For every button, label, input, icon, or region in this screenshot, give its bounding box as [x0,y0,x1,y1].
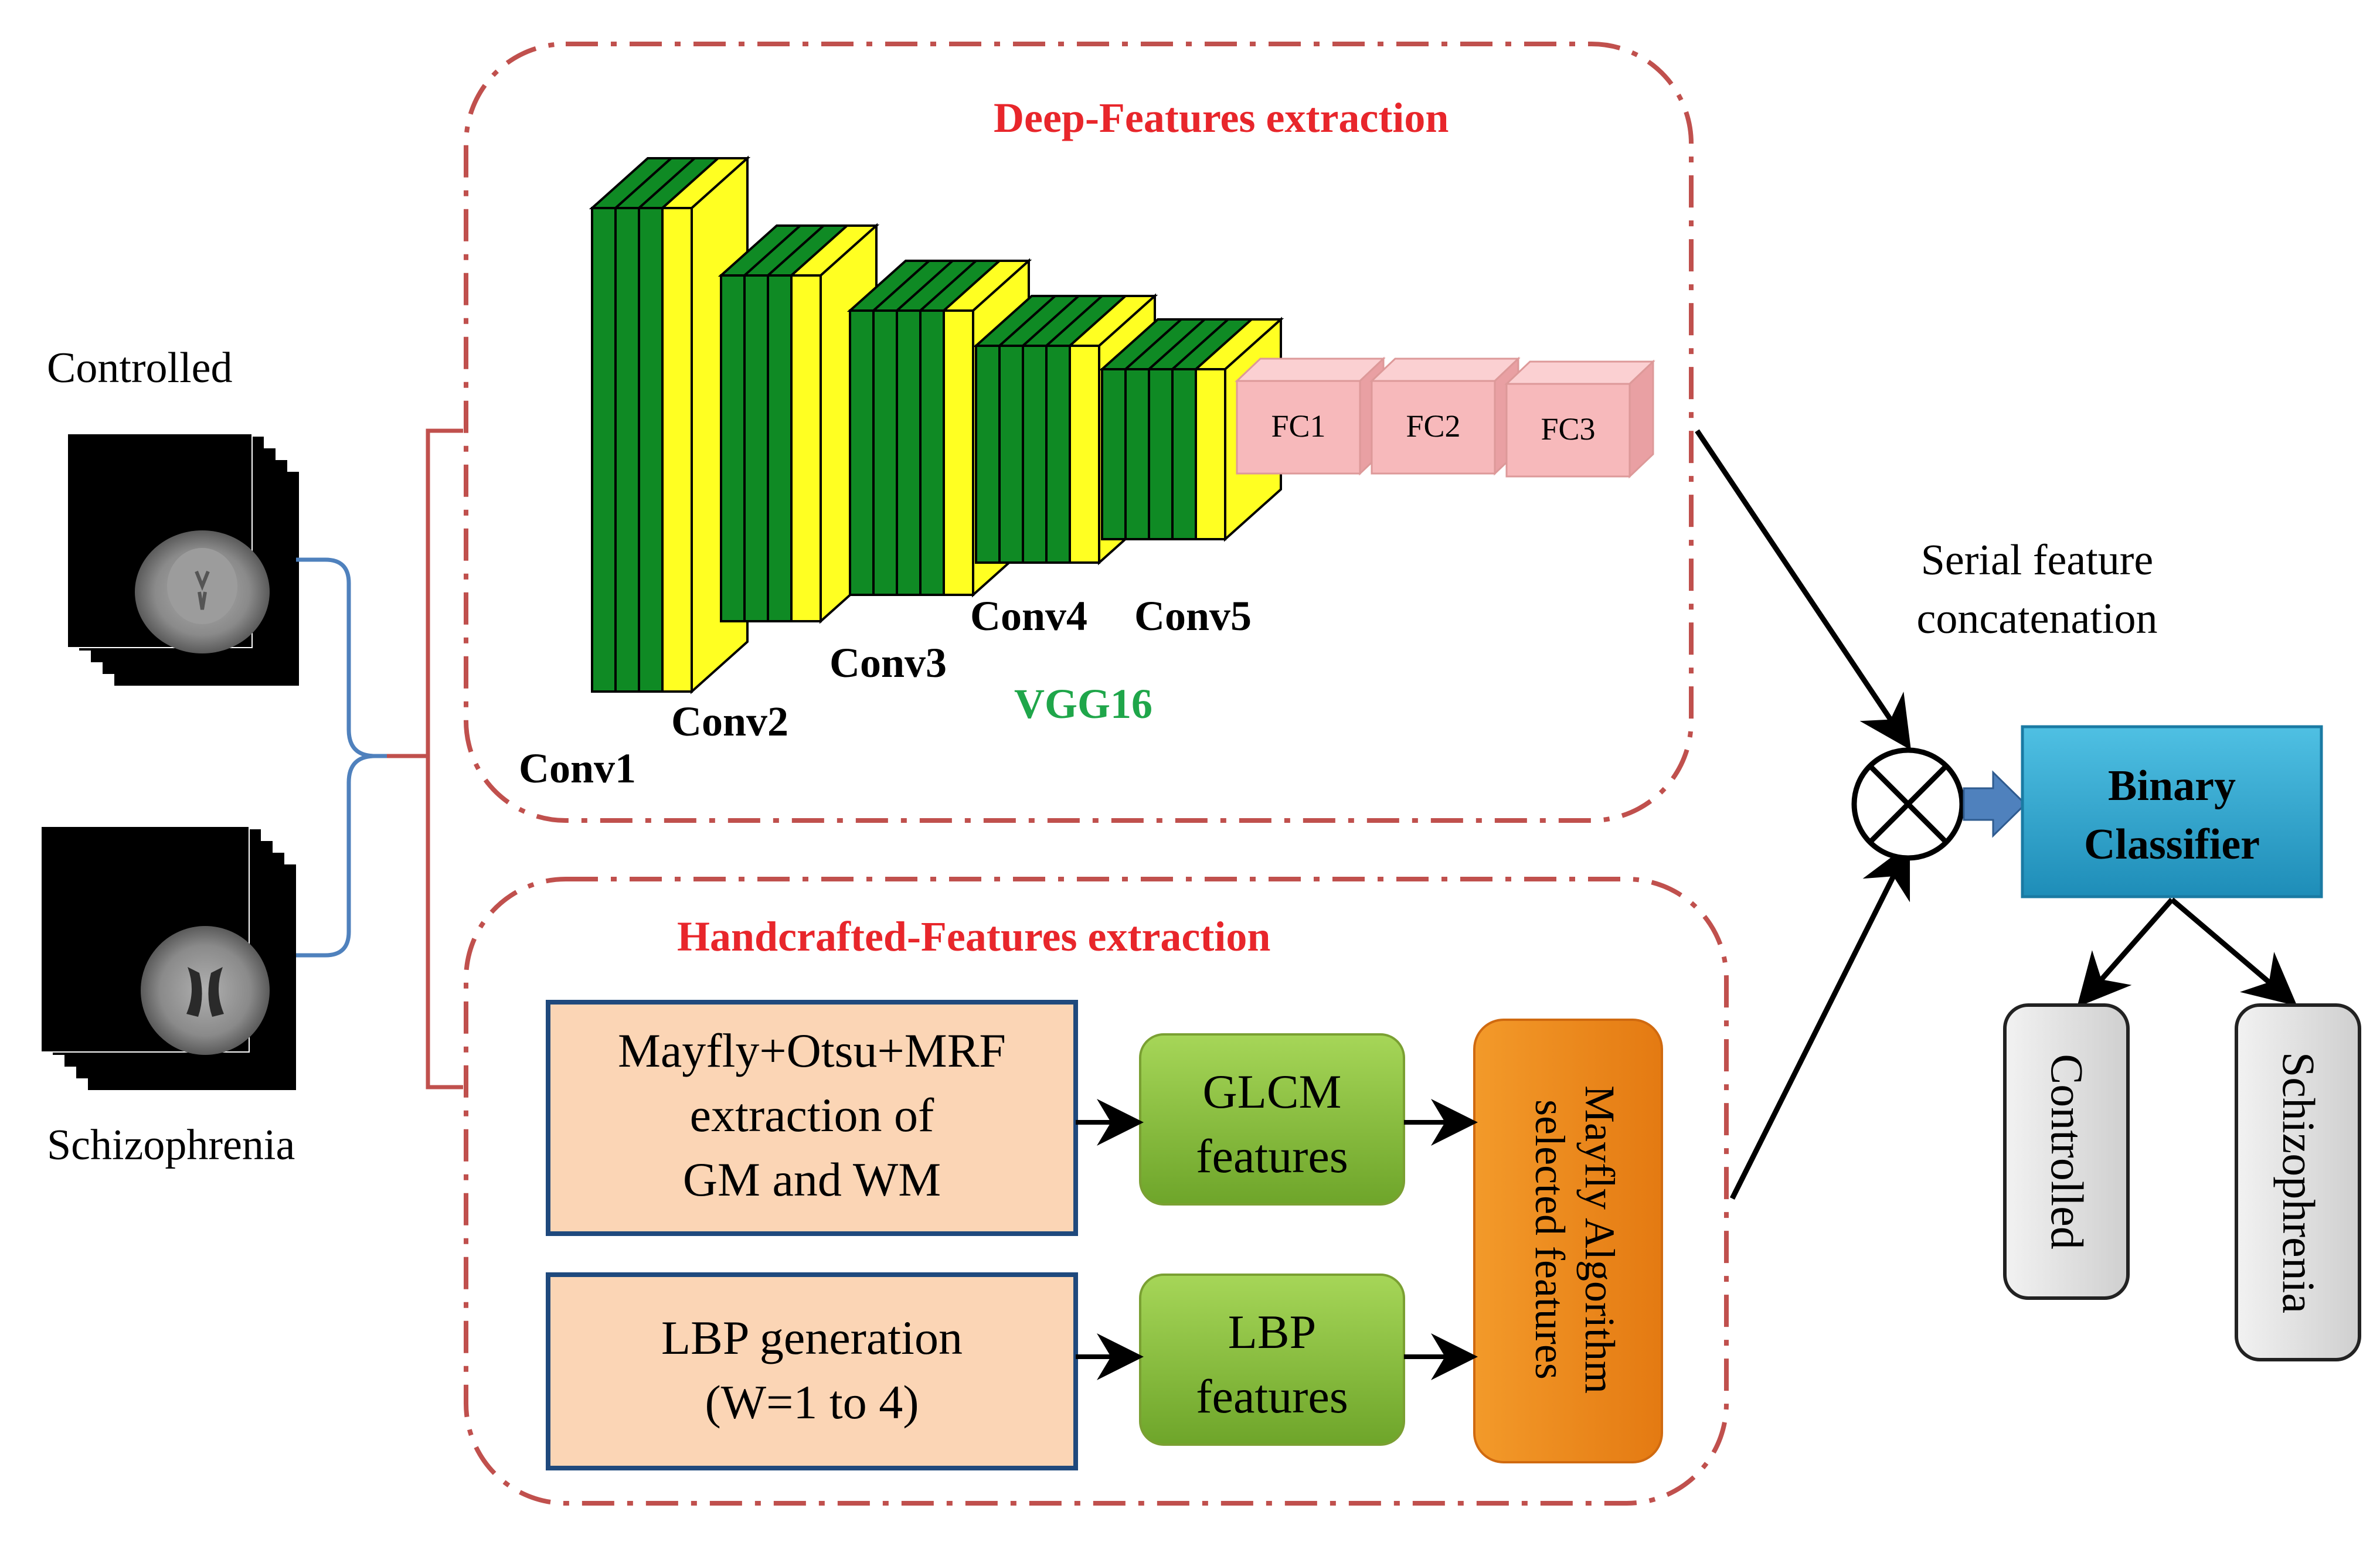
glcm-line-2: features [1196,1129,1348,1183]
conv-slab-front [1148,368,1174,540]
conv-slab-front [614,207,640,693]
conv5-label: Conv5 [1134,593,1252,639]
conv-slab-front [919,309,945,596]
conv-slab-front [743,274,769,622]
deep-features-title: Deep-Features extraction [994,94,1449,141]
schizophrenia-brain-slice [141,926,270,1055]
conv-slab-front [1069,345,1100,564]
conv-slab-front [790,274,822,622]
fc1-label: FC1 [1271,408,1325,444]
fc2-block: FC2 [1369,356,1521,476]
controlled-input-label: Controlled [47,344,233,392]
segmentation-line-2: extraction of [690,1088,934,1142]
conv-slab-front [975,345,1001,564]
fusion-arrows [1695,429,1912,1200]
classifier-line-2: Classifier [2084,820,2260,869]
controlled-image-stack [67,433,299,686]
conv-slab-front [1124,368,1150,540]
segmentation-line-1: Mayfly+Otsu+MRF [618,1024,1006,1077]
conv2-label: Conv2 [671,698,788,745]
schizophrenia-image-stack [40,826,296,1090]
handcrafted-features-title: Handcrafted-Features extraction [677,913,1270,960]
vgg16-label: VGG16 [1014,680,1152,727]
controlled-brain-slice [135,530,270,653]
mayfly-selected-line-2: selected features [1526,1099,1573,1380]
handcrafted-arrows [1076,1099,1478,1380]
conv-slab-front [638,207,664,693]
segmentation-line-3: GM and WM [683,1153,941,1206]
conv-slab-front [896,309,922,596]
conv-slab-front [1022,345,1048,564]
conv-slab-front [943,309,974,596]
conv-slab-front [872,309,898,596]
glcm-line-1: GLCM [1203,1065,1342,1118]
classifier-line-1: Binary [2108,762,2236,810]
lbp-features-box: LBP features [1139,1274,1405,1446]
conv-slab-front [998,345,1024,564]
lbp-features-line-2: features [1196,1370,1348,1423]
conv-slab-front [1195,368,1226,540]
lbp-features-line-1: LBP [1228,1305,1316,1358]
fc2-label: FC2 [1406,408,1460,444]
module-split-bracket [387,428,463,1089]
lbp-generation-line-2: (W=1 to 4) [705,1375,919,1429]
input-merge-bracket [296,557,422,958]
binary-classifier-box: Binary Classifier [2021,725,2323,898]
segmentation-box: Mayfly+Otsu+MRF extraction of GM and WM [546,1000,1078,1236]
fusion-caption-line-2: concatenation [1917,595,2158,643]
lbp-generation-box: LBP generation (W=1 to 4) [546,1272,1078,1470]
fc3-label: FC3 [1541,411,1595,447]
lbp-generation-line-1: LBP generation [661,1311,963,1364]
block-arrow-to-classifier [1963,770,2027,838]
output-schizophrenia-label: Schizophrenia [2273,1052,2324,1313]
output-schizophrenia-box: Schizophrenia [2235,1003,2361,1361]
conv-slab-front [1101,368,1127,540]
conv-slab-front [591,207,617,693]
fc3-block: FC3 [1504,359,1655,479]
conv-slab-front [661,207,693,693]
output-controlled-box: Controlled [2003,1003,2130,1300]
conv-slab-front [1045,345,1071,564]
conv-slab-front [720,274,746,622]
concatenation-operator-icon [1851,747,1965,861]
schizophrenia-input-label: Schizophrenia [47,1121,295,1169]
mayfly-selected-line-1: Mayfly Algorithm [1576,1085,1623,1394]
vgg16-conv-blocks [589,155,1284,694]
output-controlled-label: Controlled [2042,1054,2093,1249]
conv-slab-front [1171,368,1197,540]
output-arrows [2077,897,2297,1007]
conv4-label: Conv4 [970,593,1087,639]
glcm-features-box: GLCM features [1139,1033,1405,1206]
conv1-label: Conv1 [519,745,636,792]
fusion-caption-line-1: Serial feature [1921,536,2154,584]
conv-slab-front [767,274,793,622]
fc1-block: FC1 [1235,356,1386,476]
handcrafted-features-panel [464,877,1729,1506]
conv3-label: Conv3 [829,639,947,686]
deep-features-panel [464,42,1694,823]
mayfly-selected-features-box: Mayfly Algorithm selected features [1473,1019,1663,1463]
conv-slab-front [849,309,875,596]
